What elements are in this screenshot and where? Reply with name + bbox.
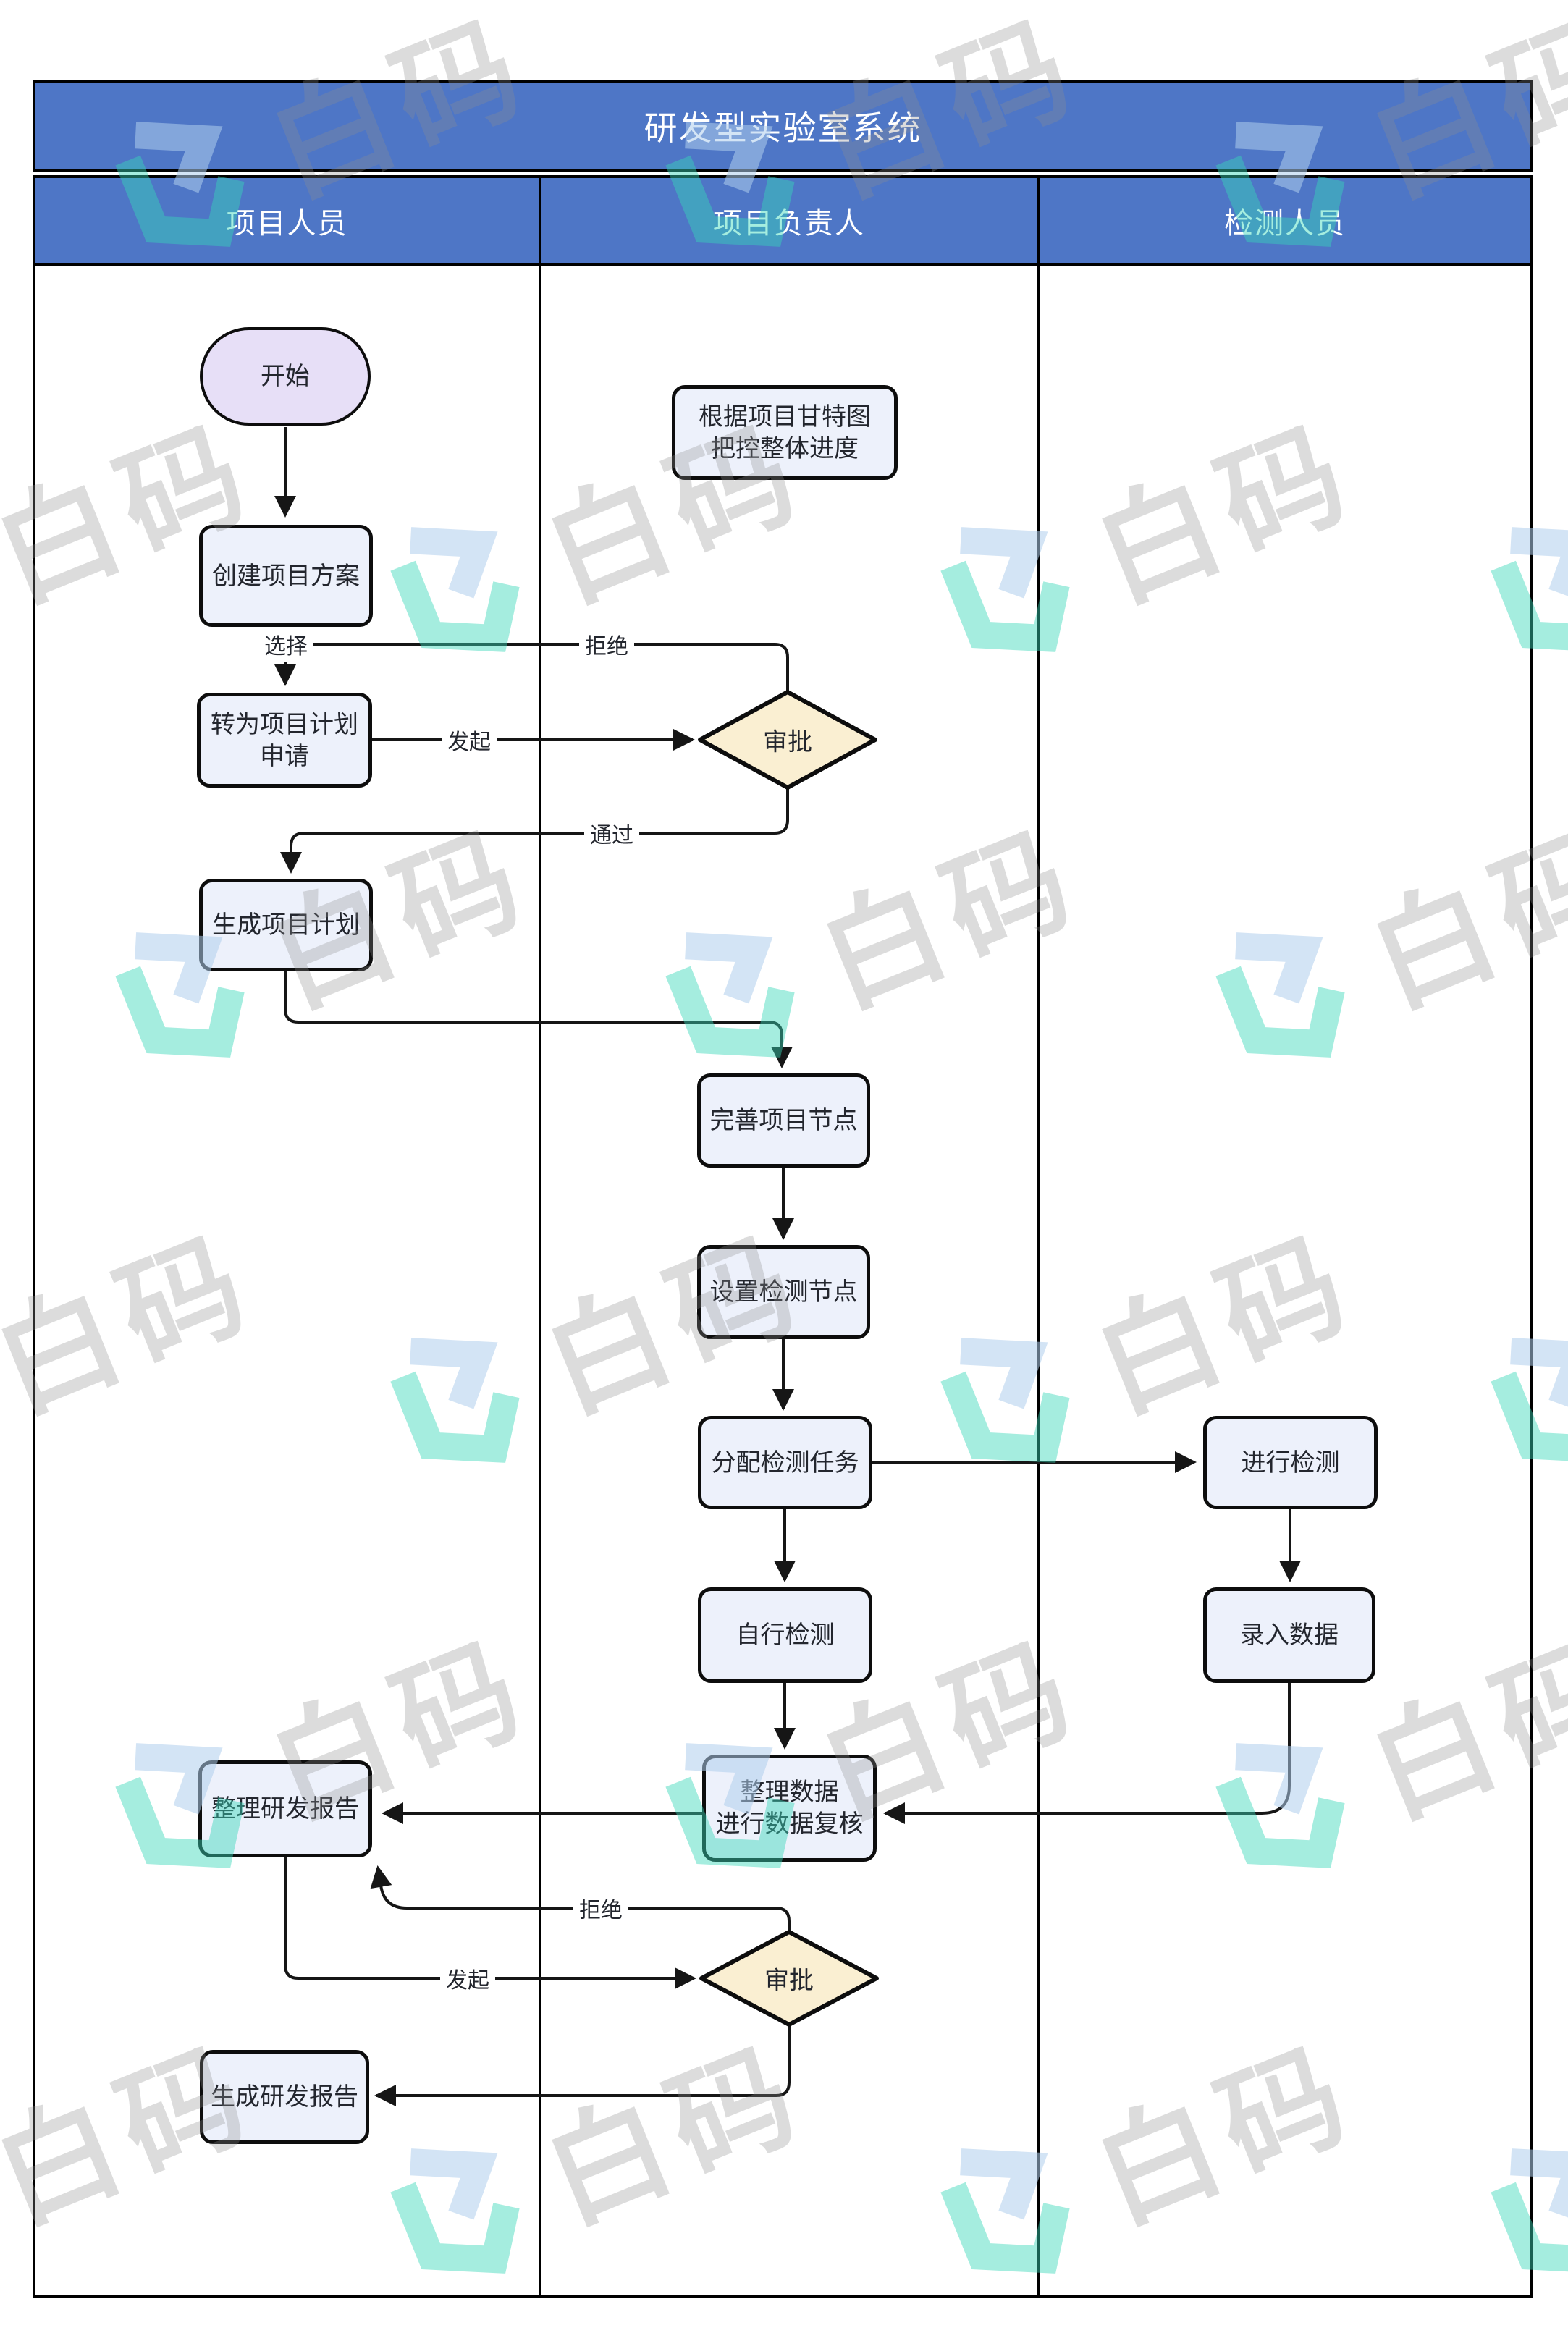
lane-divider-1 — [539, 266, 541, 2295]
approval-top-label: 审批 — [763, 728, 812, 756]
lane-header-testing-staff: 检测人员 — [1037, 178, 1530, 263]
node-label-line1: 整理数据 — [740, 1778, 839, 1806]
edge-label-pass: 通过 — [584, 816, 639, 851]
node-label-line2: 把控整体进度 — [711, 434, 859, 463]
node-label: 开始 — [261, 363, 310, 390]
node-create-plan: 创建项目方案 — [199, 525, 373, 627]
edge-label-select: 选择 — [258, 627, 313, 662]
node-label: 生成研发报告 — [211, 2083, 358, 2111]
lane-header-row: 项目人员 项目负责人 检测人员 — [33, 175, 1533, 266]
node-generate-plan: 生成项目计划 — [199, 879, 373, 971]
node-compile-report: 整理研发报告 — [198, 1760, 372, 1857]
node-self-test: 自行检测 — [698, 1587, 872, 1683]
node-label-line2: 申请 — [260, 742, 309, 770]
node-label: 完善项目节点 — [709, 1107, 858, 1134]
lane-label: 项目负责人 — [713, 207, 865, 240]
edge-pass — [280, 788, 789, 874]
lane-divider-2 — [1037, 266, 1040, 2295]
lane-header-project-staff: 项目人员 — [35, 178, 539, 263]
node-label: 录入数据 — [1240, 1621, 1339, 1649]
node-review-data: 整理数据 进行数据复核 — [702, 1755, 877, 1862]
node-label: 创建项目方案 — [212, 562, 360, 590]
edge-plan-to-complete — [284, 971, 793, 1068]
node-complete-nodes: 完善项目节点 — [697, 1073, 870, 1168]
lane-label: 项目人员 — [226, 207, 348, 240]
node-label: 设置检测节点 — [709, 1278, 858, 1306]
node-label-line1: 根据项目甘特图 — [699, 402, 871, 431]
node-label: 自行检测 — [735, 1621, 835, 1649]
approval-bottom-label: 审批 — [764, 1967, 814, 1995]
node-assign-tasks: 分配检测任务 — [698, 1416, 872, 1509]
edge-reject-top — [287, 643, 789, 692]
edge-initiate-bottom — [284, 1857, 696, 1989]
node-gantt-note: 根据项目甘特图 把控整体进度 — [672, 385, 898, 480]
node-label: 整理研发报告 — [211, 1795, 359, 1823]
edge-enterdata-to-review — [883, 1683, 1291, 1824]
node-do-test: 进行检测 — [1203, 1416, 1378, 1509]
node-label: 进行检测 — [1241, 1448, 1340, 1477]
node-start: 开始 — [200, 327, 371, 426]
node-convert-request: 转为项目计划 申请 — [197, 693, 372, 788]
edge-label-initiate-top: 发起 — [442, 722, 497, 757]
node-enter-data: 录入数据 — [1203, 1587, 1375, 1683]
approval-diamond-top — [698, 690, 877, 790]
edge-approve-to-report — [374, 2025, 791, 2106]
lane-label: 检测人员 — [1224, 207, 1346, 240]
edge-label-reject-top: 拒绝 — [579, 627, 634, 662]
node-label-line1: 转为项目计划 — [211, 710, 358, 738]
edge-label-reject-bottom: 拒绝 — [573, 1891, 628, 1925]
lane-header-project-leader: 项目负责人 — [539, 178, 1037, 263]
node-label: 分配检测任务 — [711, 1448, 859, 1477]
edge-label-initiate-bottom: 发起 — [440, 1961, 495, 1996]
node-label: 生成项目计划 — [212, 911, 360, 939]
approval-diamond-bottom — [699, 1930, 879, 2027]
node-label-line2: 进行数据复核 — [715, 1810, 864, 1838]
node-generate-report: 生成研发报告 — [200, 2050, 369, 2144]
node-set-test-nodes: 设置检测节点 — [697, 1245, 870, 1339]
